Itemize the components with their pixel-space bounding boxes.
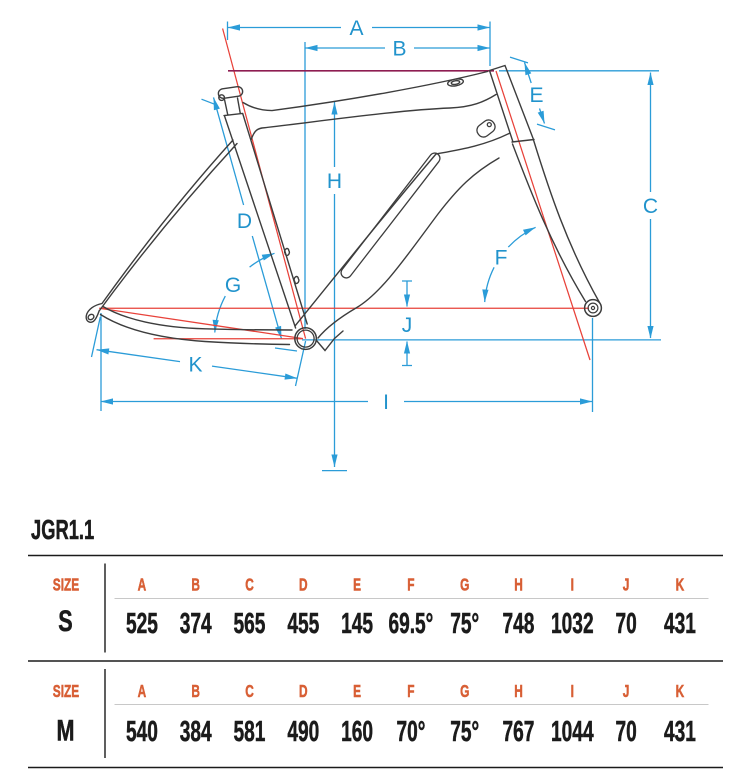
svg-text:E: E bbox=[529, 84, 543, 107]
svg-text:A: A bbox=[138, 682, 147, 702]
svg-text:384: 384 bbox=[180, 716, 212, 748]
svg-text:B: B bbox=[191, 575, 200, 595]
svg-text:540: 540 bbox=[126, 716, 158, 748]
svg-text:J: J bbox=[402, 314, 413, 337]
svg-text:M: M bbox=[57, 713, 75, 747]
svg-text:70°: 70° bbox=[396, 716, 425, 748]
svg-text:374: 374 bbox=[180, 608, 212, 640]
svg-text:D: D bbox=[299, 575, 308, 595]
svg-text:D: D bbox=[237, 210, 252, 233]
svg-text:E: E bbox=[353, 682, 361, 702]
svg-text:F: F bbox=[407, 575, 414, 595]
svg-text:JGR1.1: JGR1.1 bbox=[31, 515, 94, 546]
svg-text:K: K bbox=[676, 575, 685, 595]
svg-text:160: 160 bbox=[341, 716, 373, 748]
svg-text:K: K bbox=[188, 354, 202, 377]
svg-text:1044: 1044 bbox=[551, 716, 594, 748]
svg-text:C: C bbox=[643, 195, 658, 218]
svg-text:75°: 75° bbox=[450, 608, 479, 640]
svg-text:I: I bbox=[571, 682, 574, 702]
svg-text:748: 748 bbox=[503, 608, 535, 640]
svg-text:I: I bbox=[383, 391, 389, 414]
svg-text:1032: 1032 bbox=[551, 608, 594, 640]
svg-text:H: H bbox=[327, 170, 342, 193]
svg-text:A: A bbox=[138, 575, 147, 595]
svg-text:C: C bbox=[245, 575, 254, 595]
svg-text:K: K bbox=[676, 682, 685, 702]
svg-text:C: C bbox=[245, 682, 254, 702]
svg-text:A: A bbox=[349, 17, 363, 40]
svg-text:70: 70 bbox=[615, 716, 636, 748]
svg-text:J: J bbox=[623, 575, 630, 595]
svg-text:70: 70 bbox=[615, 608, 636, 640]
svg-text:145: 145 bbox=[341, 608, 373, 640]
svg-text:75°: 75° bbox=[450, 716, 479, 748]
svg-text:H: H bbox=[514, 682, 523, 702]
svg-text:H: H bbox=[514, 575, 523, 595]
svg-text:565: 565 bbox=[234, 608, 266, 640]
svg-text:431: 431 bbox=[664, 716, 696, 748]
svg-text:G: G bbox=[460, 682, 469, 702]
svg-text:J: J bbox=[623, 682, 630, 702]
svg-text:767: 767 bbox=[503, 716, 535, 748]
svg-text:D: D bbox=[299, 682, 308, 702]
svg-text:431: 431 bbox=[664, 608, 696, 640]
svg-text:S: S bbox=[58, 603, 72, 637]
svg-text:525: 525 bbox=[126, 608, 158, 640]
svg-text:490: 490 bbox=[287, 716, 319, 748]
svg-text:E: E bbox=[353, 575, 361, 595]
svg-text:581: 581 bbox=[234, 716, 266, 748]
svg-text:SIZE: SIZE bbox=[53, 575, 79, 595]
svg-text:B: B bbox=[191, 682, 200, 702]
svg-text:F: F bbox=[407, 682, 414, 702]
svg-text:B: B bbox=[392, 38, 406, 61]
svg-text:F: F bbox=[495, 247, 508, 270]
svg-text:G: G bbox=[460, 575, 469, 595]
svg-text:G: G bbox=[225, 274, 241, 297]
svg-text:I: I bbox=[571, 575, 574, 595]
svg-text:455: 455 bbox=[287, 608, 319, 640]
svg-text:69.5°: 69.5° bbox=[388, 608, 433, 640]
svg-text:SIZE: SIZE bbox=[53, 682, 79, 702]
